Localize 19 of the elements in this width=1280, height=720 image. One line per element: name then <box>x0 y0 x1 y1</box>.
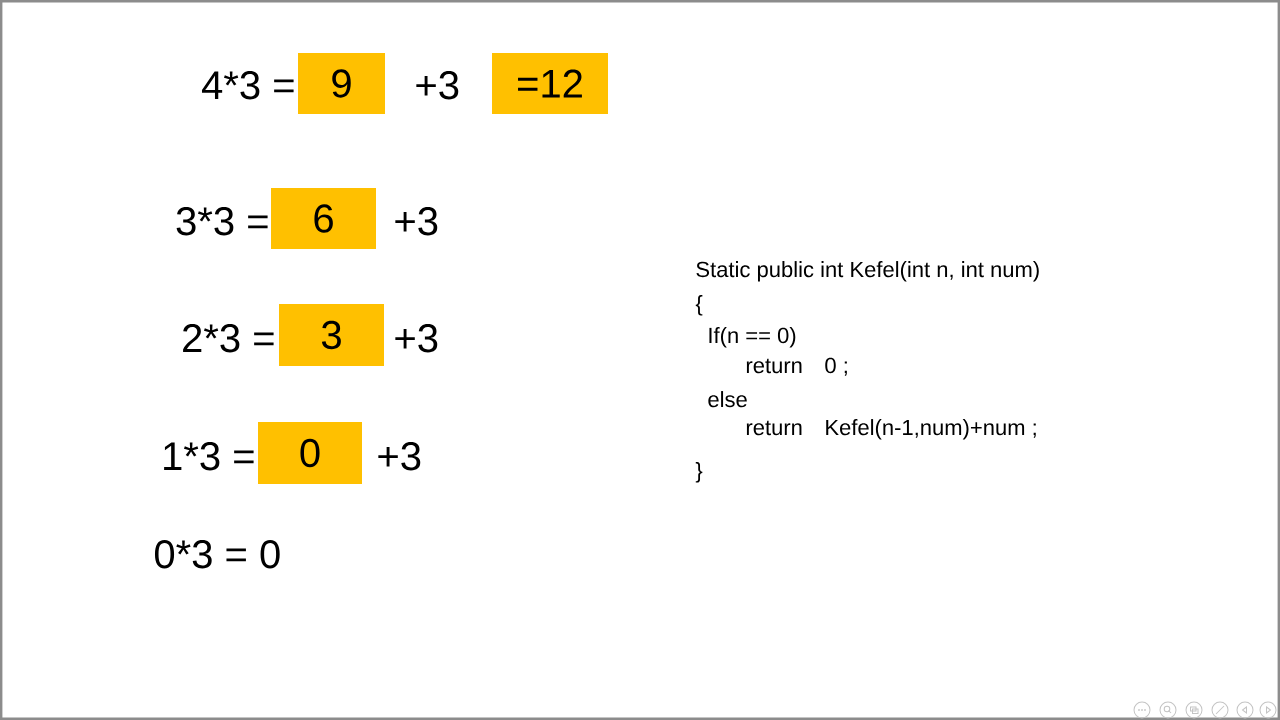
code-line: Kefel(n-1,num)+num ; <box>826 419 1036 440</box>
code-line: } <box>695 462 703 483</box>
equation-label: 0*3 = 0 <box>155 540 280 569</box>
code-line: return <box>746 358 802 374</box>
number-box: 3 <box>279 304 384 366</box>
number-box: 0 <box>258 422 362 484</box>
equation-label: +3 <box>416 71 459 100</box>
equation-label: +3 <box>378 442 421 471</box>
number-box: 6 <box>271 188 376 249</box>
number-box: =12 <box>492 53 608 114</box>
code-line: return <box>746 420 802 436</box>
code-line: { <box>695 295 703 316</box>
code-line: else <box>708 391 747 408</box>
code-line: Static public int Kefel(int n, int num) <box>696 261 1039 282</box>
number-box: 9 <box>298 53 385 114</box>
code-line: 0 ; <box>825 357 847 376</box>
equation-label: +3 <box>395 207 438 236</box>
equation-label: +3 <box>395 324 438 353</box>
code-line: If(n == 0) <box>709 327 796 348</box>
